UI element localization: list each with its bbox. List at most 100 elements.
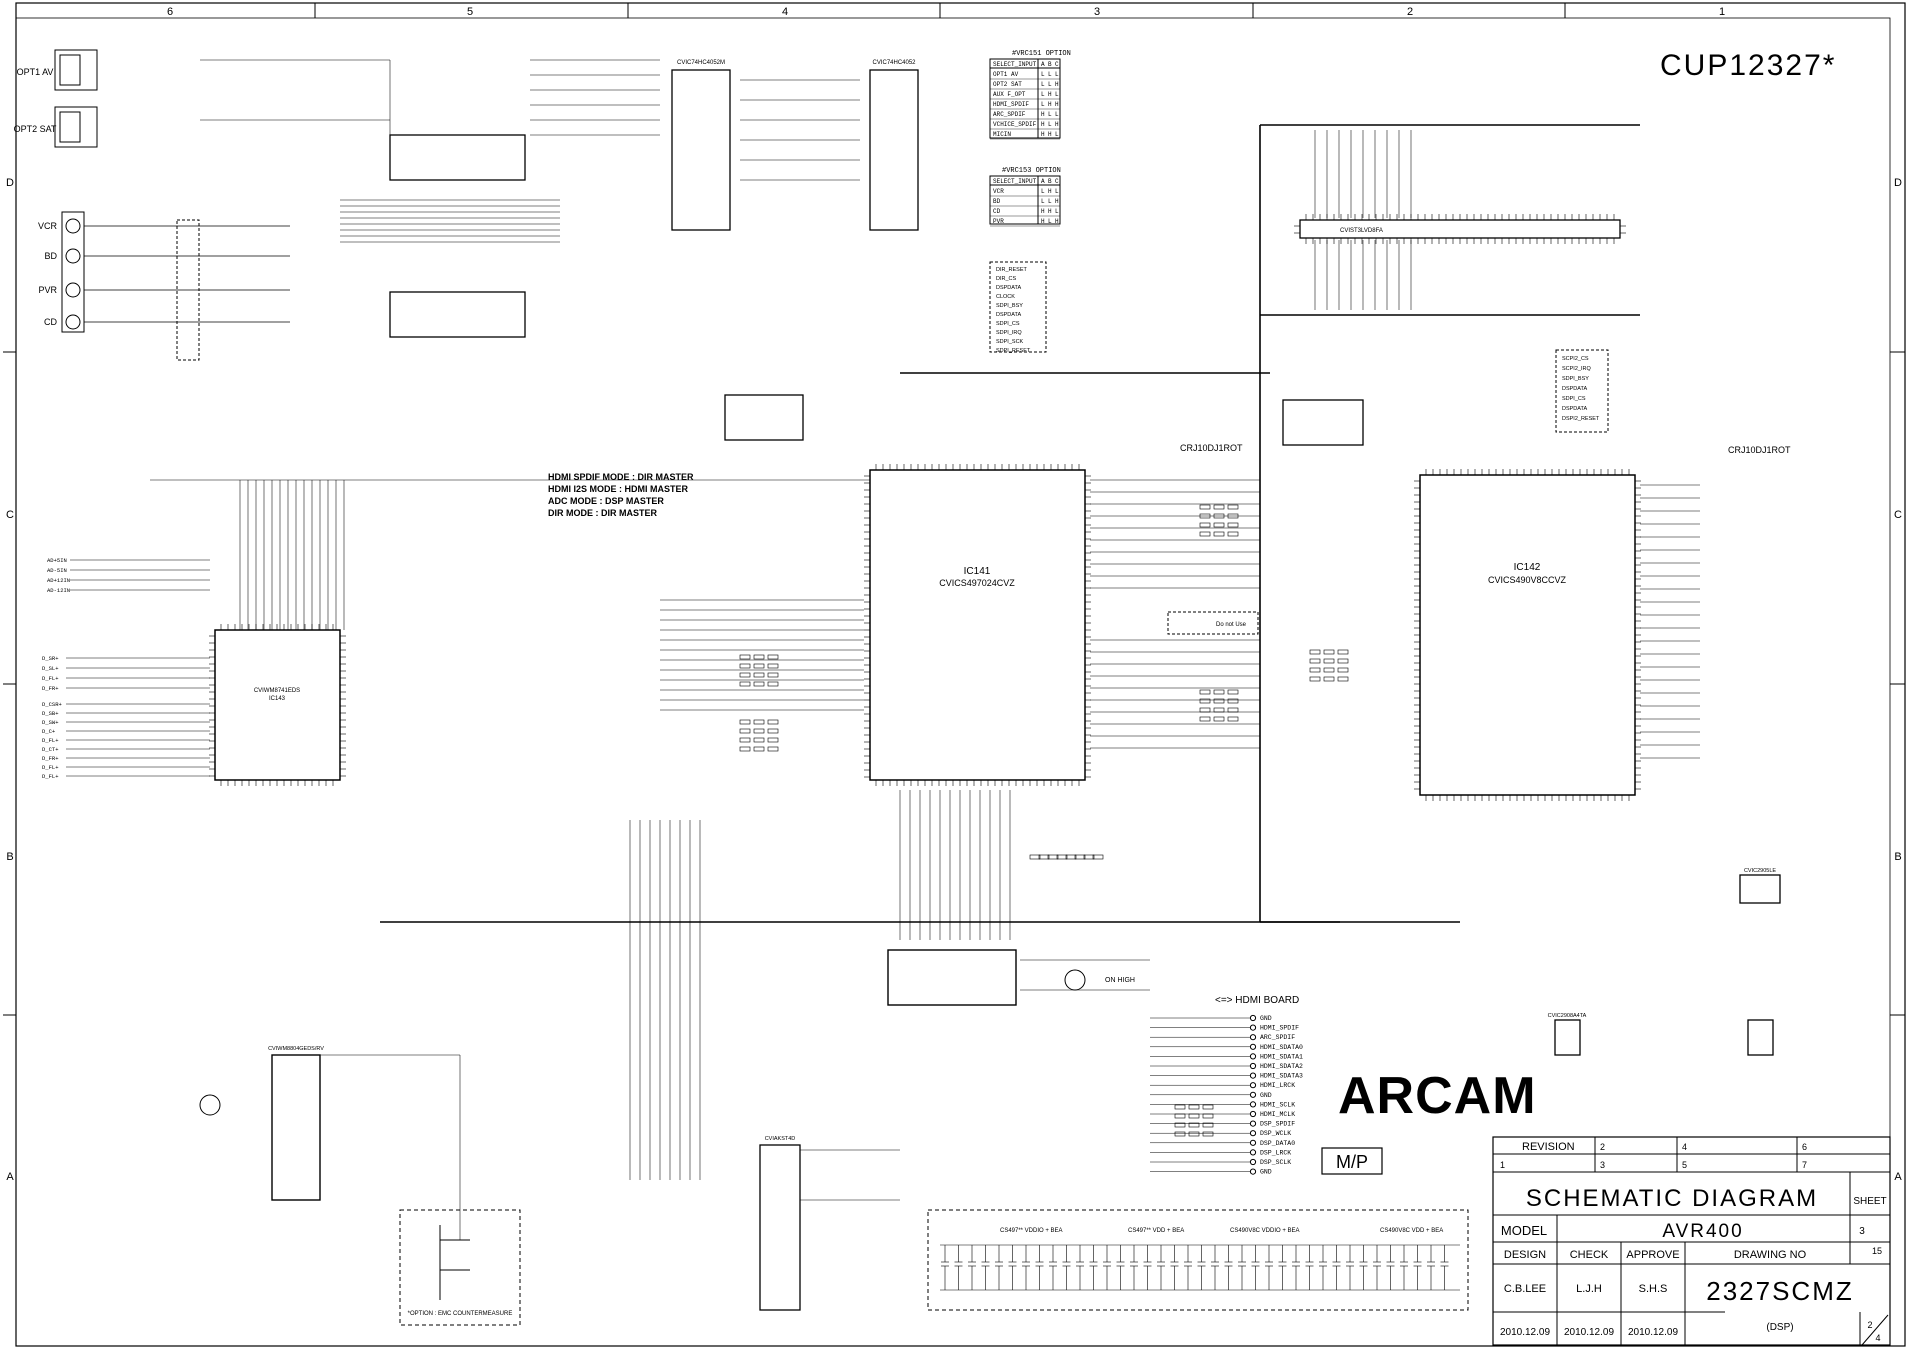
svg-text:2: 2: [1867, 1320, 1872, 1330]
svg-text:CVIC2905LE: CVIC2905LE: [1744, 868, 1776, 874]
conn-label-left: CRJ10DJ1ROT: [1180, 443, 1243, 453]
adc-bus-label: D_SL+: [42, 665, 59, 672]
svg-text:4: 4: [1875, 1333, 1880, 1343]
col-3: 3: [1094, 6, 1100, 18]
option-table-1-cell: H: [1041, 121, 1045, 128]
jack-opt1-label: OPT1 AV: [17, 67, 54, 77]
adc-bus-label: D_FL+: [42, 773, 59, 780]
option-table-1-cell: H: [1041, 111, 1045, 118]
svg-text:CVIC2908A4TA: CVIC2908A4TA: [1548, 1013, 1587, 1019]
adc-bus-label: D_SB+: [42, 710, 59, 717]
option-table-1-cell: H: [1041, 131, 1045, 138]
rca-inputs: VCR BD PVR CD: [38, 211, 290, 361]
svg-text:5: 5: [1682, 1160, 1687, 1170]
option-table-1: #VRC151 OPTION SELECT_INPUT A B C OPT1 A…: [989, 50, 1071, 140]
option-table-1-row: OPT1 AV: [993, 71, 1019, 78]
hdmi-pin-label: HDMI_MCLK: [1260, 1111, 1295, 1118]
dir-signal-label: DSPDATA: [996, 312, 1021, 318]
dir-signal-label-right: DSPDATA: [1562, 386, 1587, 392]
row-b-left: B: [6, 851, 13, 863]
left-analog-bus: AD+5IN AD-5IN AD+12IN AD-12IN D_SR+D_SL+…: [42, 557, 210, 780]
svg-text:A: A: [1041, 178, 1045, 185]
dir-signal-label: SDPI_RESET: [996, 348, 1031, 354]
hdmi-pin: [1249, 1043, 1257, 1050]
svg-text:CVIAKST4D: CVIAKST4D: [765, 1136, 796, 1142]
rca-pvr: PVR: [38, 285, 57, 295]
svg-text:CS490V8C VDDIO + BEA: CS490V8C VDDIO + BEA: [1230, 1228, 1300, 1234]
row-c-right: C: [1894, 509, 1902, 521]
sheet-total: 15: [1872, 1246, 1882, 1256]
option-table-1-cell: L: [1048, 71, 1052, 78]
option-table-2-row: BD: [993, 198, 1001, 205]
ic141-dsp: IC141 CVICS497024CVZ: [869, 469, 1086, 781]
option-table-1-cell: L: [1055, 71, 1059, 78]
svg-text:C: C: [1055, 61, 1059, 68]
option-table-2-row: VCR: [993, 188, 1004, 195]
svg-text:SELECT_INPUT: SELECT_INPUT: [993, 61, 1037, 68]
ic143-name: IC143: [269, 696, 286, 702]
outer-border: [15, 2, 1906, 1347]
hdmi-pin-label: HDMI_LRCK: [1260, 1082, 1295, 1089]
row-markers: D C B A D C B A: [3, 177, 1905, 1183]
svg-text:AD-12IN: AD-12IN: [47, 587, 70, 594]
ic144: CVIST3LVD8FA: [1299, 219, 1621, 239]
option-table-1-row: MICIN: [993, 131, 1011, 138]
dir-signal-label: SDPI_IRQ: [996, 330, 1022, 336]
option-table-1-row: HDMI_SPDIF: [993, 101, 1029, 108]
adc-bus-label: D_FR+: [42, 755, 59, 762]
dir-signal-label-right: DSPI2_RESET: [1562, 416, 1600, 422]
dir-signal-label-right: SDPI_CS: [1562, 396, 1586, 402]
hdmi-pin: [1249, 1168, 1257, 1175]
svg-text:2010.12.09: 2010.12.09: [1500, 1327, 1550, 1338]
row-a-right: A: [1894, 1171, 1902, 1183]
adc-bus-label: D_C+: [42, 728, 55, 735]
hdmi-pin: [1249, 1110, 1257, 1118]
hdmi-pin-label: DSP_WCLK: [1260, 1130, 1291, 1137]
adc-bus-label: D_SR+: [42, 655, 59, 662]
option-table-1-row: ARC_SPDIF: [993, 111, 1026, 118]
emc-note: *OPTION : EMC COUNTERMEASURE: [408, 1311, 513, 1317]
option-table-1-row: VCHICE_SPDIF: [993, 121, 1037, 128]
option-table-2-cell: H: [1048, 188, 1052, 195]
option-table-1-cell: L: [1041, 71, 1045, 78]
svg-text:L.J.H: L.J.H: [1576, 1283, 1602, 1295]
svg-text:2010.12.09: 2010.12.09: [1628, 1327, 1678, 1338]
inner-border: [15, 17, 1891, 1347]
svg-text:B: B: [1048, 178, 1052, 185]
dir-signal-label: DIR_CS: [996, 276, 1017, 282]
hdmi-pin-label: ARC_SPDIF: [1260, 1034, 1295, 1041]
svg-text:AD-5IN: AD-5IN: [47, 567, 67, 574]
col-4: 4: [782, 6, 788, 18]
adc-bus-label: D_FR+: [42, 685, 59, 692]
svg-text:(DSP): (DSP): [1766, 1322, 1793, 1333]
arcam-logo: ARCAM: [1338, 1067, 1537, 1125]
ic141-name: IC141: [964, 566, 991, 577]
option-table-2-cell: H: [1041, 208, 1045, 215]
option-table-2-cell: L: [1041, 198, 1045, 205]
svg-text:4: 4: [1682, 1142, 1687, 1152]
hdmi-pin: [1249, 1120, 1257, 1127]
hdmi-pin: [1249, 1082, 1257, 1089]
option-table-1-cell: L: [1041, 101, 1045, 108]
hdmi-pin-label: DSP_SPDIF: [1260, 1121, 1295, 1128]
option-table-1-cell: H: [1055, 81, 1059, 88]
hdmi-pin-label: DSP_LRCK: [1260, 1149, 1291, 1156]
model-value: AVR400: [1662, 1221, 1743, 1242]
column-markers: 6 5 4 3 2 1: [167, 3, 1725, 18]
ic146-mux-bottom: CVIAKST4D: [759, 1136, 801, 1311]
col-6: 6: [167, 6, 173, 18]
svg-text:CVIWM8804GEDS/RV: CVIWM8804GEDS/RV: [268, 1046, 324, 1052]
option-table-1-cell: L: [1055, 111, 1059, 118]
svg-text:CS497** VDD + BEA: CS497** VDD + BEA: [1128, 1228, 1184, 1234]
dir-signal-label: SDPI_SCK: [996, 339, 1024, 345]
ic142-part: CVICS490V8CCVZ: [1488, 575, 1567, 585]
svg-text:Do not Use: Do not Use: [1216, 622, 1247, 628]
dir-signal-label: CLOCK: [996, 294, 1015, 300]
option-table-2-cell: L: [1055, 208, 1059, 215]
svg-text:7: 7: [1802, 1160, 1807, 1170]
ic-dir-left: [724, 394, 1364, 446]
hdmi-pin: [1249, 1139, 1257, 1146]
conn-label-right: CRJ10DJ1ROT: [1728, 445, 1791, 455]
bus-lines: [380, 124, 1640, 923]
